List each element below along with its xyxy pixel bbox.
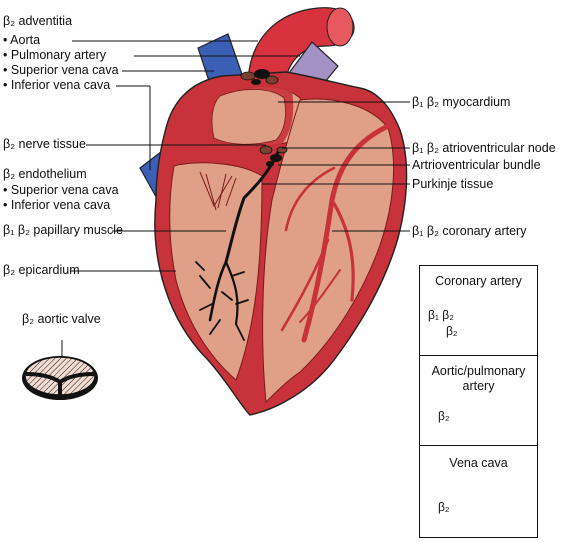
label-aorta: • Aorta — [3, 33, 41, 47]
panel-coronary-artery: Coronary artery β₁ β₂ β₂ — [419, 265, 538, 357]
label-endo-superior-vena-cava: • Superior vena cava — [3, 183, 119, 197]
panel-coronary-title: Coronary artery — [435, 274, 522, 288]
label-purkinje: Purkinje tissue — [412, 177, 494, 191]
label-pulmonary-artery: • Pulmonary artery — [3, 48, 107, 62]
label-av-bundle: Artrioventricular bundle — [412, 158, 541, 172]
aortic-valve — [22, 356, 98, 400]
conduction-system — [195, 150, 280, 341]
label-myocardium: β₁ β₂ myocardium — [412, 95, 511, 109]
panel-vena-label: β₂ — [438, 500, 450, 514]
myocardium-inner — [211, 89, 286, 145]
panel-coronary-outer-label: β₁ β₂ — [428, 308, 454, 322]
panel-aortic-title: Aortic/pulmonary artery — [431, 364, 526, 393]
label-adventitia: β₂ adventitia — [3, 14, 73, 28]
label-epicardium: β₂ epicardium — [3, 263, 80, 277]
label-superior-vena-cava: • Superior vena cava — [3, 63, 119, 77]
panel-vena-cava: Vena cava β₂ — [419, 445, 538, 538]
coronary-arteries — [280, 123, 391, 343]
label-endothelium: β₂ endothelium — [3, 167, 87, 181]
panel-vena-title: Vena cava — [449, 456, 508, 470]
label-aortic-valve: β₂ aortic valve — [22, 312, 101, 326]
av-node-cluster — [259, 145, 288, 167]
panel-aortic-artery: Aortic/pulmonary artery β₂ — [419, 355, 538, 447]
papillary-muscle — [199, 171, 237, 211]
sa-node-cluster — [240, 69, 279, 85]
label-inferior-vena-cava: • Inferior vena cava — [3, 78, 111, 92]
panel-aortic-label: β₂ — [438, 409, 450, 423]
panel-coronary-inner-label: β₂ — [446, 324, 458, 338]
label-av-node: β₁ β₂ atrioventricular node — [412, 141, 556, 155]
label-endo-inferior-vena-cava: • Inferior vena cava — [3, 198, 111, 212]
label-nerve-tissue: β₂ nerve tissue — [3, 137, 86, 151]
label-papillary-muscle: β₁ β₂ papillary muscle — [3, 223, 124, 237]
label-coronary-artery: β₁ β₂ coronary artery — [412, 224, 527, 238]
leader-lines — [61, 40, 410, 358]
